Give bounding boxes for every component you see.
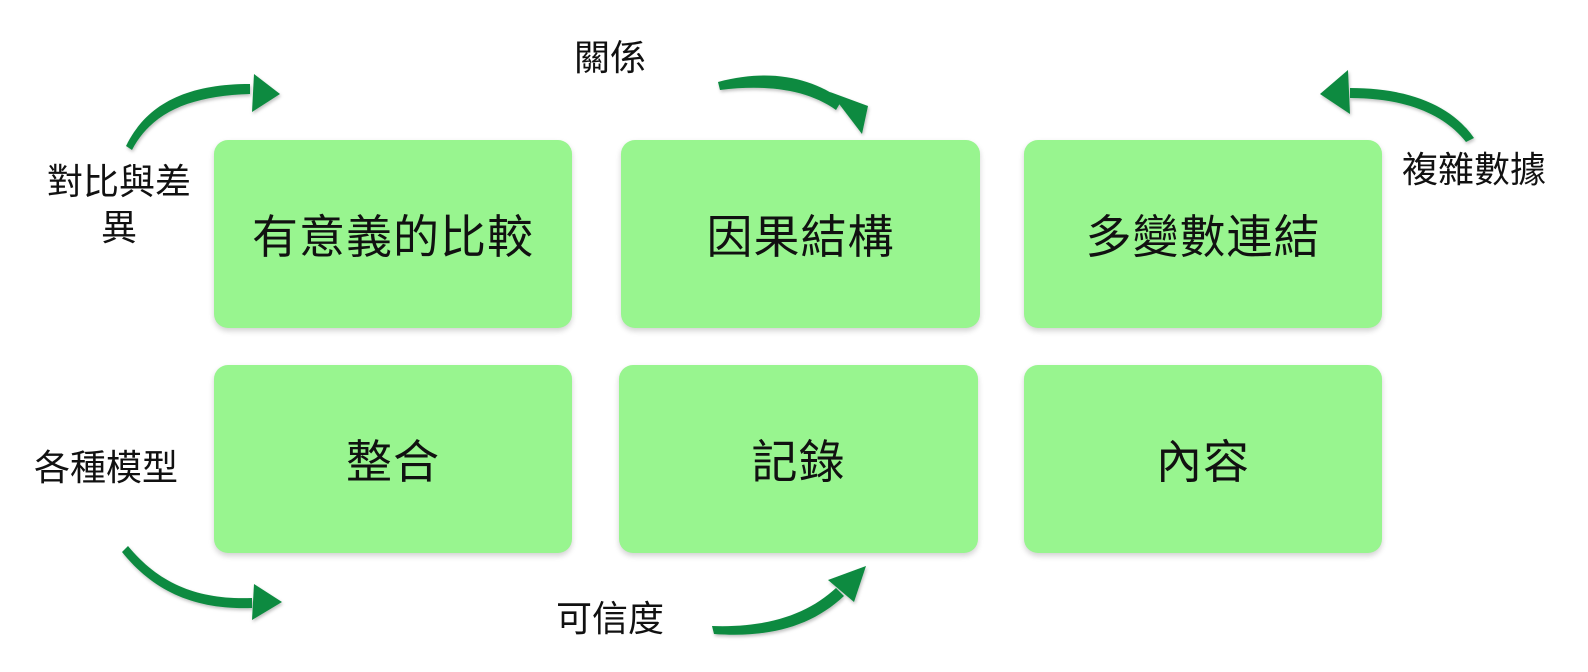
card-causal-structure: 因果結構 <box>621 140 980 328</box>
card-integration: 整合 <box>214 365 572 553</box>
card-content: 內容 <box>1024 365 1382 553</box>
label-contrast: 對比與差 異 <box>34 160 204 252</box>
curved-arrow-icon <box>122 546 282 620</box>
label-complex-data: 複雜數據 <box>1402 150 1547 191</box>
curved-arrow-icon <box>718 75 868 134</box>
card-multivariate-links: 多變數連結 <box>1024 140 1382 328</box>
card-label: 因果結構 <box>706 210 895 264</box>
label-relations: 關係 <box>574 38 647 79</box>
card-documentation: 記錄 <box>619 365 978 553</box>
card-meaningful-comparison: 有意義的比較 <box>214 140 572 328</box>
card-label: 整合 <box>346 435 440 489</box>
card-label: 記錄 <box>751 435 846 489</box>
card-label: 內容 <box>1156 435 1250 489</box>
curved-arrow-icon <box>712 566 866 635</box>
label-credibility: 可信度 <box>556 599 665 640</box>
label-models: 各種模型 <box>34 448 179 489</box>
card-label: 多變數連結 <box>1085 210 1321 264</box>
curved-arrow-icon <box>1320 70 1474 142</box>
label-contrast-line1: 對比與差 <box>46 162 191 203</box>
card-label: 有意義的比較 <box>252 210 534 264</box>
label-contrast-line2: 異 <box>100 208 137 249</box>
curved-arrow-icon <box>126 74 280 150</box>
